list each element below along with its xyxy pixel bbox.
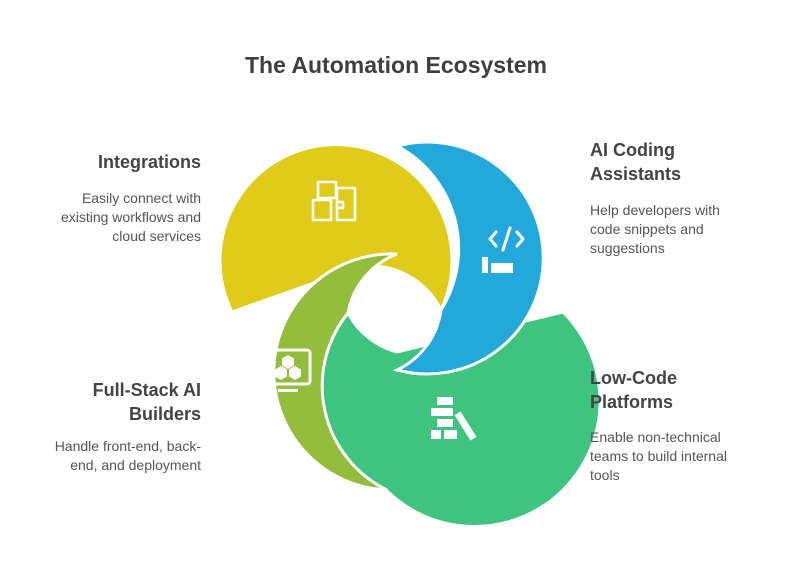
low-code-label: Low-Code Platforms xyxy=(590,368,677,412)
integrations-segment xyxy=(218,143,454,314)
pen-icon xyxy=(482,257,513,273)
ai-coding-segment xyxy=(392,140,545,376)
ai-coding-description: Help developers with code snippets and s… xyxy=(590,202,720,256)
blocks-icon xyxy=(431,397,477,441)
monitor-cubes-icon xyxy=(264,348,312,392)
diagram-title: The Automation Ecosystem xyxy=(244,52,548,78)
puzzle-icon xyxy=(311,180,357,222)
integrations-label: Integrations xyxy=(97,152,201,172)
ai-coding-label: AI Coding Assistants xyxy=(590,140,682,184)
full-stack-segment xyxy=(272,252,398,492)
full-stack-description: Handle front-end, back- end, and deploym… xyxy=(54,438,201,473)
integrations-description: Easily connect with existing workflows a… xyxy=(60,190,201,244)
low-code-description: Enable non-technical teams to build inte… xyxy=(590,429,727,483)
full-stack-label: Full-Stack AI Builders xyxy=(92,380,201,424)
code-icon xyxy=(488,226,525,252)
